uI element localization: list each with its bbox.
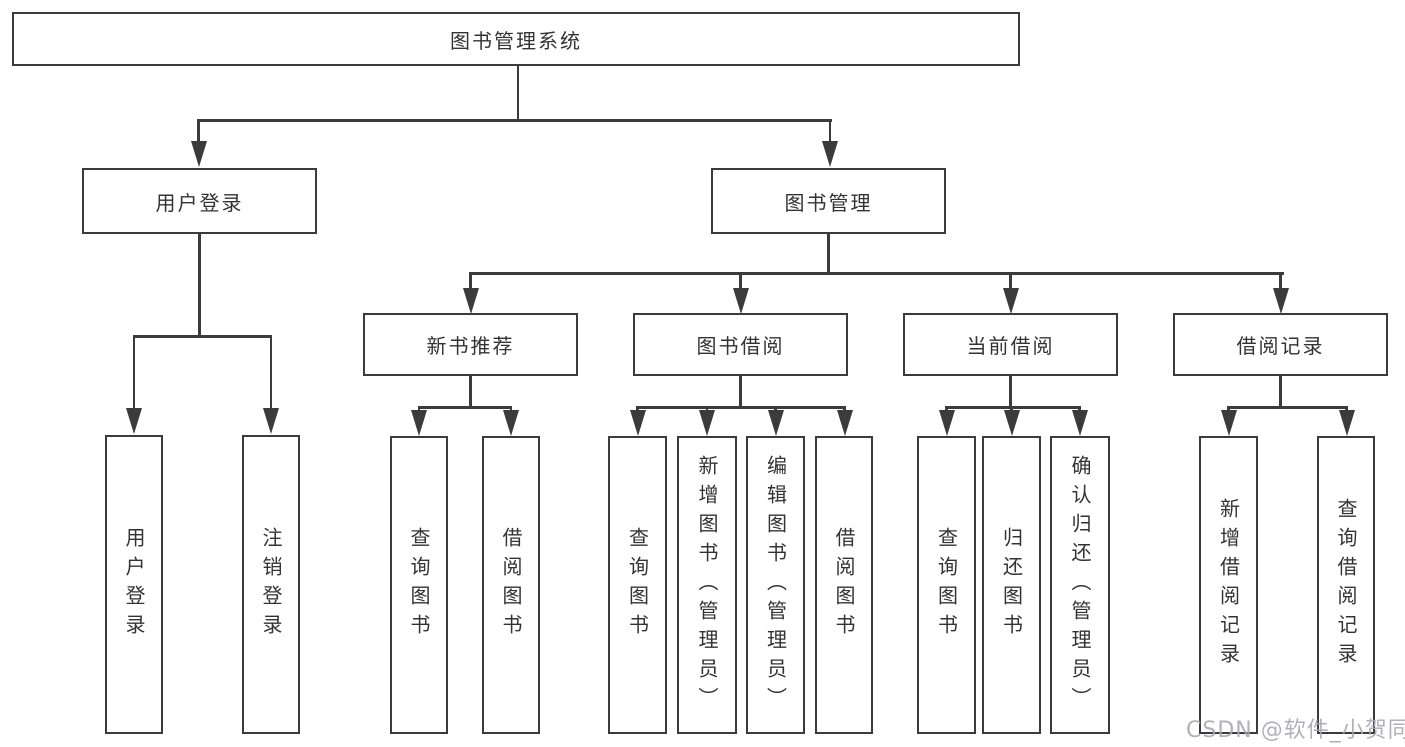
arrowhead-down-icon (938, 410, 955, 436)
connector-line (1345, 406, 1348, 412)
connector-line (1009, 376, 1012, 407)
connector-line (946, 406, 1080, 409)
arrowhead-down-icon (732, 288, 749, 314)
node-book-borrow: 图书借阅 (633, 313, 848, 376)
connector-line (198, 234, 201, 336)
arrowhead-down-icon (1002, 288, 1019, 314)
node-borrow-books-label: 借阅图书 (832, 527, 856, 643)
connector-line (1227, 406, 1230, 412)
connector-line (269, 335, 273, 410)
node-query-borrow-record-label: 查询借阅记录 (1334, 498, 1358, 672)
connector-line (132, 335, 136, 410)
connector-line (1078, 406, 1081, 412)
node-add-borrow-record: 新增借阅记录 (1199, 436, 1258, 734)
node-logout-leaf-label: 注销登录 (259, 526, 283, 643)
node-edit-books-admin-label: 编辑图书（管理员） (763, 454, 788, 716)
connector-line (133, 335, 272, 338)
node-current-borrow: 当前借阅 (903, 313, 1118, 376)
node-book-management: 图书管理 (711, 168, 946, 234)
node-borrow-books-recommend: 借阅图书 (482, 436, 540, 734)
node-query-books-recommend-label: 查询图书 (407, 527, 431, 643)
connector-line (469, 272, 472, 290)
node-root: 图书管理系统 (12, 12, 1020, 66)
node-add-borrow-record-label: 新增借阅记录 (1216, 498, 1241, 672)
node-return-books: 归还图书 (982, 436, 1041, 734)
connector-line (417, 406, 421, 412)
connector-line (1228, 406, 1347, 409)
node-book-borrow-label: 图书借阅 (696, 334, 785, 358)
node-borrow-records-label: 借阅记录 (1236, 334, 1325, 358)
arrowhead-down-icon (190, 141, 207, 167)
arrowhead-down-icon (462, 288, 479, 314)
connector-line (1279, 272, 1282, 290)
arrowhead-down-icon (411, 410, 427, 436)
node-user-login-leaf: 用户登录 (105, 435, 163, 734)
connector-line (739, 272, 742, 290)
node-user-login: 用户登录 (82, 168, 317, 234)
arrowhead-down-icon (822, 141, 838, 167)
node-confirm-return-admin: 确认归还（管理员） (1050, 436, 1110, 734)
node-borrow-records: 借阅记录 (1173, 313, 1388, 376)
node-user-login-leaf-label: 用户登录 (122, 526, 146, 643)
connector-line (1010, 406, 1013, 412)
arrowhead-down-icon (1003, 410, 1020, 436)
connector-line (469, 272, 1284, 275)
connector-line (774, 406, 777, 412)
arrowhead-down-icon (263, 408, 279, 434)
arrowhead-down-icon (699, 410, 715, 436)
node-return-books-label: 归还图书 (999, 527, 1024, 643)
connector-line (636, 406, 639, 412)
connector-line (637, 406, 845, 409)
node-book-management-label: 图书管理 (784, 190, 873, 215)
arrowhead-down-icon (629, 410, 646, 436)
node-edit-books-admin: 编辑图书（管理员） (746, 436, 805, 734)
node-query-books-current-label: 查询图书 (934, 527, 959, 643)
node-query-books-borrow-label: 查询图书 (625, 527, 650, 643)
csdn-watermark: CSDN @软件_小贺同学 (1186, 718, 1405, 743)
arrowhead-down-icon (767, 410, 784, 436)
arrowhead-down-icon (126, 408, 142, 434)
node-user-login-label: 用户登录 (155, 190, 244, 215)
connector-line (516, 66, 520, 120)
node-current-borrow-label: 当前借阅 (966, 334, 1055, 358)
connector-line (827, 234, 830, 274)
connector-line (197, 119, 200, 143)
connector-line (1009, 272, 1012, 290)
arrowhead-down-icon (1071, 410, 1088, 436)
node-add-books-admin: 新增图书（管理员） (677, 436, 737, 734)
node-query-books-current: 查询图书 (917, 436, 976, 734)
node-new-book-recommend-label: 新书推荐 (426, 334, 515, 358)
node-borrow-books-recommend-label: 借阅图书 (499, 527, 523, 643)
node-query-books-borrow: 查询图书 (608, 436, 667, 734)
node-logout-leaf: 注销登录 (242, 435, 300, 734)
arrowhead-down-icon (1272, 288, 1289, 314)
arrowhead-down-icon (503, 410, 519, 436)
arrowhead-down-icon (1338, 410, 1355, 436)
connector-line (843, 406, 846, 412)
connector-line (197, 119, 832, 122)
node-borrow-books: 借阅图书 (815, 436, 873, 734)
node-root-label: 图书管理系统 (450, 28, 582, 53)
node-new-book-recommend: 新书推荐 (363, 313, 578, 376)
node-add-books-admin-label: 新增图书（管理员） (695, 454, 719, 716)
arrowhead-down-icon (836, 410, 853, 436)
arrowhead-down-icon (1220, 410, 1237, 436)
connector-line (418, 406, 512, 409)
connector-line (509, 406, 513, 412)
connector-line (1279, 376, 1282, 407)
connector-line (469, 376, 472, 407)
connector-line (705, 406, 709, 412)
node-query-borrow-record: 查询借阅记录 (1317, 436, 1375, 734)
connector-line (739, 376, 742, 407)
connector-line (945, 406, 948, 412)
connector-line (828, 119, 832, 143)
node-confirm-return-admin-label: 确认归还（管理员） (1068, 454, 1092, 716)
node-query-books-recommend: 查询图书 (390, 436, 448, 734)
